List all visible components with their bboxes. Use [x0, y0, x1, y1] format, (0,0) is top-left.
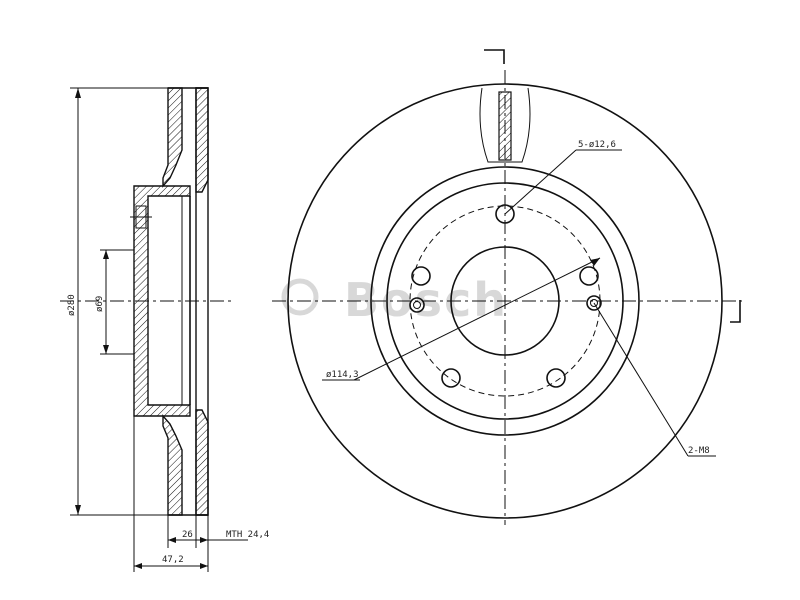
section-mark-top [484, 49, 505, 64]
section-mark-right [730, 300, 741, 323]
dim-hub-height: 26 [182, 530, 193, 540]
bosch-watermark: Bosch [281, 273, 508, 327]
label-bolt-holes: 5-ø12,6 [578, 140, 616, 150]
watermark-text: Bosch [344, 273, 508, 327]
lower-friction-ring [162, 414, 183, 516]
bolt-holes [411, 204, 599, 388]
dim-hub-bore: ø69 [95, 296, 105, 312]
dim-min-thickness: MTH 24,4 [226, 530, 269, 540]
vent-fin-section [498, 91, 512, 161]
front-view: Bosch 5 [272, 49, 742, 525]
dim-outer-diameter: ø280 [67, 294, 77, 316]
vent-detail [479, 87, 531, 163]
upper-friction-ring [162, 87, 183, 188]
side-section-view: ø280 ø69 26 MTH 24,4 47,2 [60, 87, 269, 572]
lower-vent-ring [195, 409, 209, 516]
bolt-hole [411, 266, 431, 286]
friction-inner-edge [370, 166, 640, 436]
label-threaded-holes: 2-M8 [688, 446, 710, 456]
bolt-hole [441, 368, 461, 388]
hat-section [133, 185, 191, 417]
bolt-hole [546, 368, 566, 388]
label-bolt-circle: ø114,3 [326, 370, 359, 380]
dim-overall-height: 47,2 [162, 555, 184, 565]
upper-vent-ring [195, 87, 209, 193]
bolt-hole [579, 266, 599, 286]
